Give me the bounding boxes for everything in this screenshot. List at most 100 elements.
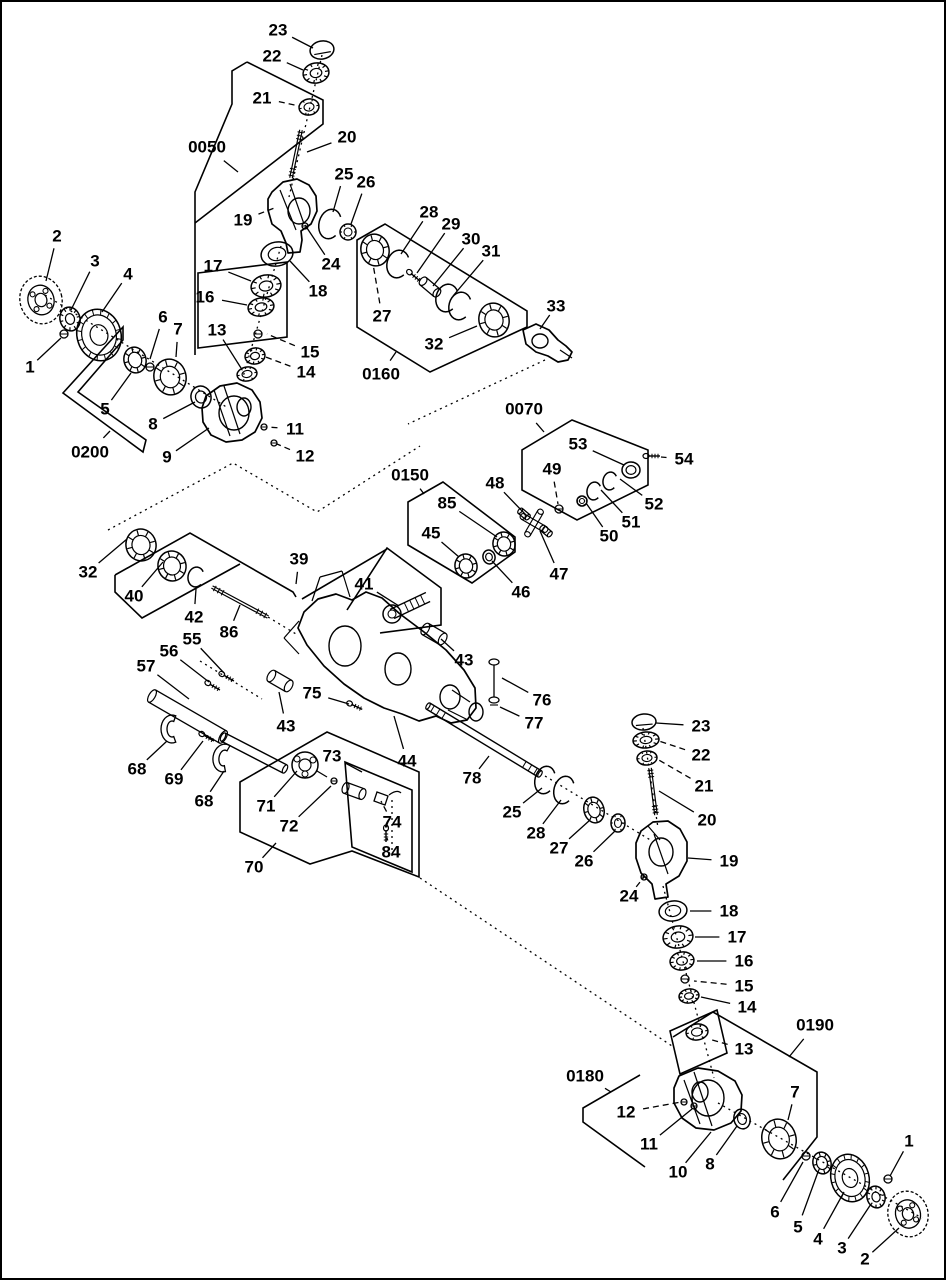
leader-line xyxy=(157,674,190,700)
part-tick xyxy=(128,536,134,541)
diagram-shape xyxy=(648,768,656,816)
part-ellipse xyxy=(632,731,660,749)
part-number-label: 32 xyxy=(425,335,444,354)
diagram-shape xyxy=(347,782,365,790)
part-number-label: 26 xyxy=(575,852,594,871)
thread-tick xyxy=(356,705,360,710)
housing-detail xyxy=(283,637,300,655)
part-tick xyxy=(304,68,309,71)
part-number-label: 22 xyxy=(263,47,282,66)
leader-line xyxy=(539,530,555,564)
thread-tick xyxy=(412,273,416,279)
part-number-label: 30 xyxy=(462,230,481,249)
leader-line xyxy=(36,337,62,361)
part-tick xyxy=(584,811,589,814)
callout: 21 xyxy=(253,89,300,108)
part-number-label: 11 xyxy=(286,420,304,439)
part-tick xyxy=(620,814,623,818)
part-tick xyxy=(259,276,263,280)
leader-line xyxy=(393,715,405,750)
part-number-label: 75 xyxy=(303,684,322,703)
callout: 45 xyxy=(422,524,460,558)
part-number-label: 70 xyxy=(245,858,264,877)
thread-tick xyxy=(353,703,357,709)
housing-detail xyxy=(559,349,573,359)
part-tick xyxy=(313,79,315,84)
part-tick xyxy=(693,990,697,993)
part-bearing xyxy=(123,346,147,374)
leader-line xyxy=(101,282,123,313)
leader-line xyxy=(209,770,225,793)
part-tick xyxy=(77,339,83,342)
part-ellipse xyxy=(482,549,496,565)
bolt-hole xyxy=(46,302,53,309)
part-tick xyxy=(141,356,146,359)
diagram-shape xyxy=(543,524,553,533)
part-cring xyxy=(602,471,617,491)
part-tick xyxy=(579,503,581,506)
part-number-label: 2 xyxy=(860,1250,869,1269)
part-ellipse xyxy=(636,750,658,766)
leader-line xyxy=(700,996,731,1004)
leader-line xyxy=(711,1039,728,1046)
part-gear xyxy=(632,731,660,749)
leader-line xyxy=(432,247,465,287)
part-tick xyxy=(269,304,274,307)
knuckle-housing-right xyxy=(635,820,688,900)
leader-line xyxy=(228,271,252,282)
shaft-tube xyxy=(219,732,289,774)
part-tick xyxy=(269,292,273,296)
part-tick xyxy=(350,236,353,240)
leader-line xyxy=(45,248,55,282)
part-bearing xyxy=(761,1118,797,1160)
leader-line xyxy=(141,561,164,588)
part-tick xyxy=(88,352,92,357)
part-number-label: 42 xyxy=(185,608,204,627)
callout: 13 xyxy=(711,1039,753,1059)
leader-line xyxy=(400,220,424,255)
leader-line xyxy=(419,488,425,495)
leader-line xyxy=(110,372,132,401)
part-tick xyxy=(306,77,310,82)
part-tick xyxy=(276,282,281,285)
part-ellipse xyxy=(420,622,431,636)
part-tick xyxy=(867,1192,871,1195)
part-tick xyxy=(496,330,499,336)
part-tick xyxy=(689,988,692,992)
part-tick xyxy=(498,550,502,554)
part-number-label: 71 xyxy=(257,797,276,816)
callout: 14 xyxy=(262,355,316,382)
part-bearing xyxy=(492,531,516,557)
callout: 56 xyxy=(160,642,210,683)
thread-tick xyxy=(296,138,303,141)
callout: 32 xyxy=(79,538,128,582)
callout: 9 xyxy=(162,427,210,467)
part-ellipse xyxy=(27,284,55,316)
part-ellipse xyxy=(478,302,510,338)
part-number-label: 23 xyxy=(269,21,288,40)
part-tick xyxy=(831,1181,836,1184)
part-tick xyxy=(129,366,133,371)
group-box xyxy=(239,731,420,879)
part-nut xyxy=(610,813,626,833)
leader-line xyxy=(655,722,684,726)
part-number-label: 39 xyxy=(290,550,309,569)
thread-tick xyxy=(220,589,225,596)
part-bearing xyxy=(583,796,605,824)
part-tick xyxy=(681,943,685,948)
part-ellipse xyxy=(815,1155,829,1171)
part-number-label: 17 xyxy=(728,928,747,947)
part-number-label: 5 xyxy=(100,400,109,419)
part-tick xyxy=(679,925,682,930)
part-ellipse xyxy=(89,324,109,346)
vertical-bolt-76-77 xyxy=(488,658,500,706)
part-tick xyxy=(472,562,477,565)
diagram-shape xyxy=(419,284,435,297)
part-tick xyxy=(110,351,114,357)
leader-line xyxy=(286,62,304,71)
part-number-label: 18 xyxy=(309,282,328,301)
part-tick xyxy=(674,944,677,949)
part-tick xyxy=(620,828,623,832)
assembly-axis-dashed xyxy=(267,616,297,635)
part-number-label: 14 xyxy=(297,363,316,382)
